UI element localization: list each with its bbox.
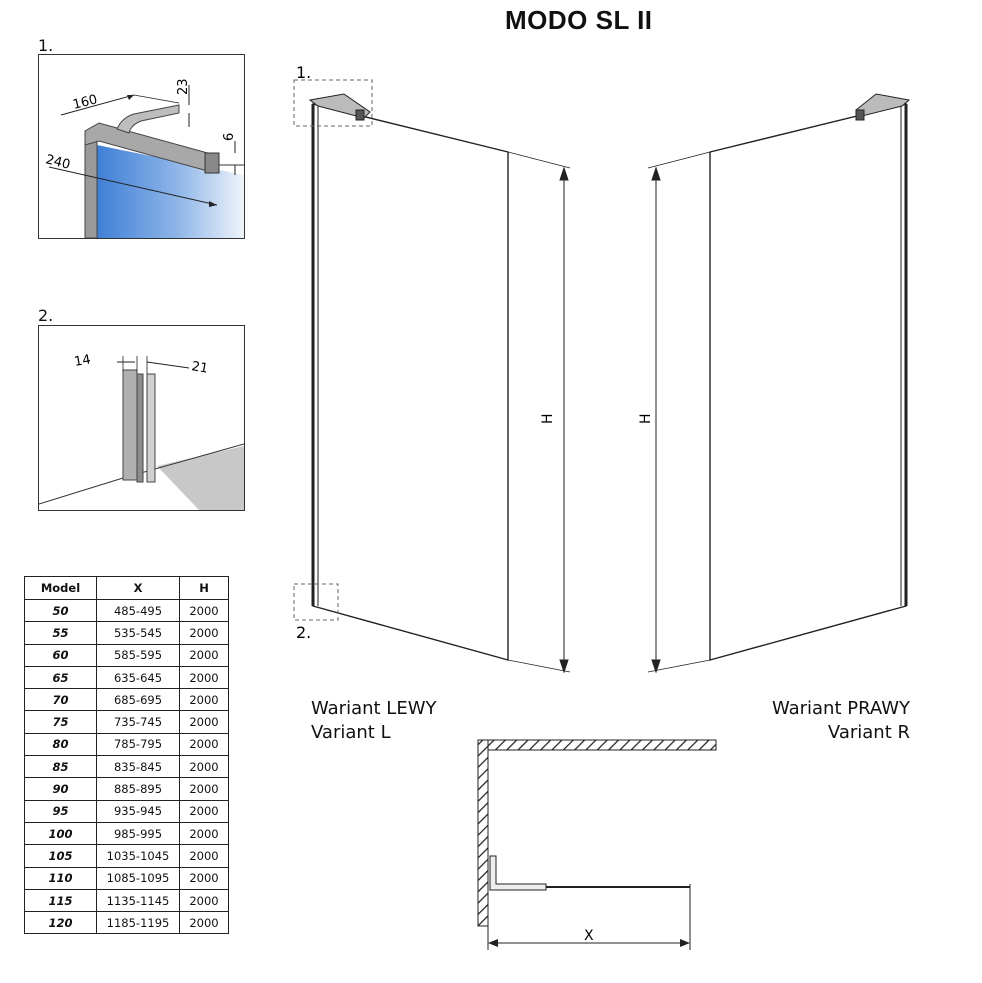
- plan-view: [477, 739, 717, 950]
- model-cell: 90: [24, 777, 97, 801]
- model-cell: 85: [24, 755, 97, 779]
- model-cell: 50: [24, 598, 97, 623]
- x-cell: 585-595: [96, 643, 180, 667]
- variant-left-line1: Wariant LEWY: [311, 698, 437, 719]
- detail-1-box: 160 23 6 240: [38, 54, 245, 239]
- dim-240: 240: [44, 152, 72, 173]
- x-cell: 1085-1095: [96, 866, 180, 890]
- h-cell: 2000: [179, 665, 229, 690]
- x-cell: 885-895: [96, 777, 180, 801]
- callout-2: 2.: [296, 623, 311, 642]
- x-cell: 535-545: [96, 621, 180, 645]
- x-cell: 1135-1145: [96, 888, 180, 913]
- callout-1: 1.: [296, 63, 311, 82]
- h-cell: 2000: [179, 844, 229, 868]
- model-cell: 95: [24, 799, 97, 823]
- x-cell: 735-745: [96, 710, 180, 734]
- model-cell: 105: [24, 844, 97, 868]
- x-cell: 485-495: [96, 598, 180, 623]
- h-cell: 2000: [179, 710, 229, 734]
- glass-edge: [146, 373, 156, 483]
- header-model: Model: [24, 576, 97, 600]
- right-panel: [647, 93, 911, 674]
- x-cell: 935-945: [96, 799, 180, 823]
- variant-right-line2: Variant R: [827, 722, 910, 743]
- header-h: H: [179, 576, 229, 600]
- detail-2-drawing: 14 21: [39, 352, 244, 510]
- x-cell: 685-695: [96, 688, 180, 712]
- wall-bracket: [116, 104, 180, 134]
- page-title: MODO SL II: [505, 5, 653, 35]
- h-cell: 2000: [179, 621, 229, 645]
- model-cell: 110: [24, 866, 97, 890]
- x-cell: 985-995: [96, 821, 180, 846]
- height-label-right: H: [638, 413, 654, 424]
- h-cell: 2000: [179, 598, 229, 623]
- detail-1-drawing: 160 23 6 240: [44, 78, 244, 238]
- x-cell: 835-845: [96, 755, 180, 779]
- detail-2-box: 14 21: [38, 325, 245, 511]
- h-cell: 2000: [179, 799, 229, 823]
- dim-14: 14: [73, 352, 92, 370]
- x-cell: 785-795: [96, 732, 180, 757]
- left-panel: [293, 79, 571, 674]
- dim-6: 6: [222, 133, 237, 141]
- model-cell: 75: [24, 710, 97, 734]
- model-cell: 100: [24, 821, 97, 846]
- x-cell: 1185-1195: [96, 911, 180, 935]
- model-cell: 80: [24, 732, 97, 757]
- variant-right: Wariant PRAWY Variant R: [772, 697, 910, 745]
- h-cell: 2000: [179, 755, 229, 779]
- table-header-row: Model X H: [24, 576, 229, 600]
- height-label-left: H: [540, 413, 556, 424]
- width-label: X: [584, 928, 594, 944]
- x-cell: 635-645: [96, 665, 180, 690]
- h-cell: 2000: [179, 911, 229, 935]
- dim-23: 23: [176, 78, 191, 95]
- x-cell: 1035-1045: [96, 844, 180, 868]
- dim-21: 21: [190, 359, 209, 377]
- h-cell: 2000: [179, 777, 229, 801]
- glass-clamp: [204, 152, 220, 174]
- h-cell: 2000: [179, 821, 229, 846]
- detail-1-label: 1.: [38, 36, 54, 55]
- variant-left-line2: Variant L: [311, 722, 391, 743]
- wall-profile-side: [136, 373, 144, 483]
- model-cell: 70: [24, 688, 97, 712]
- h-cell: 2000: [179, 866, 229, 890]
- model-cell: 65: [24, 665, 97, 690]
- model-cell: 55: [24, 621, 97, 645]
- h-cell: 2000: [179, 732, 229, 757]
- model-cell: 60: [24, 643, 97, 667]
- h-cell: 2000: [179, 888, 229, 913]
- h-cell: 2000: [179, 643, 229, 667]
- variant-left: Wariant LEWY Variant L: [311, 697, 437, 745]
- h-cell: 2000: [179, 688, 229, 712]
- header-x: X: [96, 576, 180, 600]
- model-cell: 115: [24, 888, 97, 913]
- detail-2-label: 2.: [38, 306, 54, 325]
- variant-right-line1: Wariant PRAWY: [771, 698, 910, 719]
- dim-160: 160: [71, 92, 99, 113]
- model-cell: 120: [24, 911, 97, 935]
